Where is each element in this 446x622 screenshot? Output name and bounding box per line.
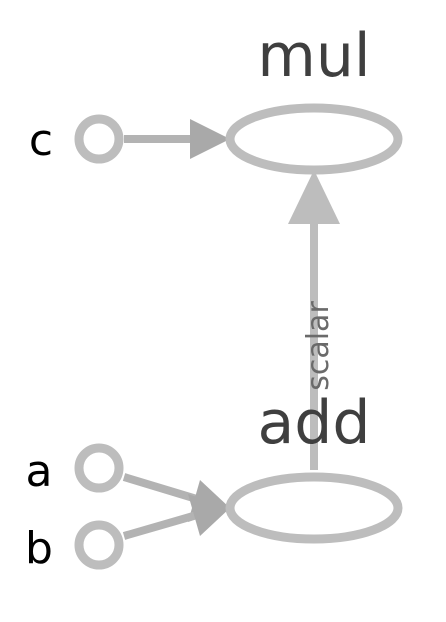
edge-b-to-add-line (122, 510, 202, 540)
op-node-mul[interactable]: mul (225, 21, 403, 175)
input-node-b[interactable]: b (25, 520, 124, 574)
input-node-c[interactable]: c (29, 114, 124, 166)
edge-add-to-mul-arrowhead (288, 170, 340, 224)
edge-c-to-mul (124, 119, 230, 159)
input-node-c-label: c (29, 115, 53, 166)
input-node-b-label: b (25, 523, 53, 574)
input-node-a-circle[interactable] (74, 443, 124, 493)
edge-b-to-add-arrowhead (188, 494, 230, 536)
edge-b-to-add (122, 494, 230, 540)
op-node-add-ellipse[interactable] (225, 472, 403, 544)
edge-add-to-mul (288, 170, 340, 470)
op-node-mul-label: mul (257, 21, 370, 91)
input-node-a-label: a (26, 446, 53, 497)
op-node-mul-ellipse[interactable] (225, 103, 403, 175)
input-node-b-circle[interactable] (74, 520, 124, 570)
op-node-add[interactable]: add (225, 388, 403, 544)
edge-c-to-mul-arrowhead (190, 119, 230, 159)
op-node-add-label: add (258, 388, 371, 458)
edge-label-scalar: scalar (301, 301, 336, 391)
input-node-c-circle[interactable] (74, 114, 124, 164)
edge-a-to-add-line (122, 473, 202, 504)
input-node-a[interactable]: a (26, 443, 124, 497)
